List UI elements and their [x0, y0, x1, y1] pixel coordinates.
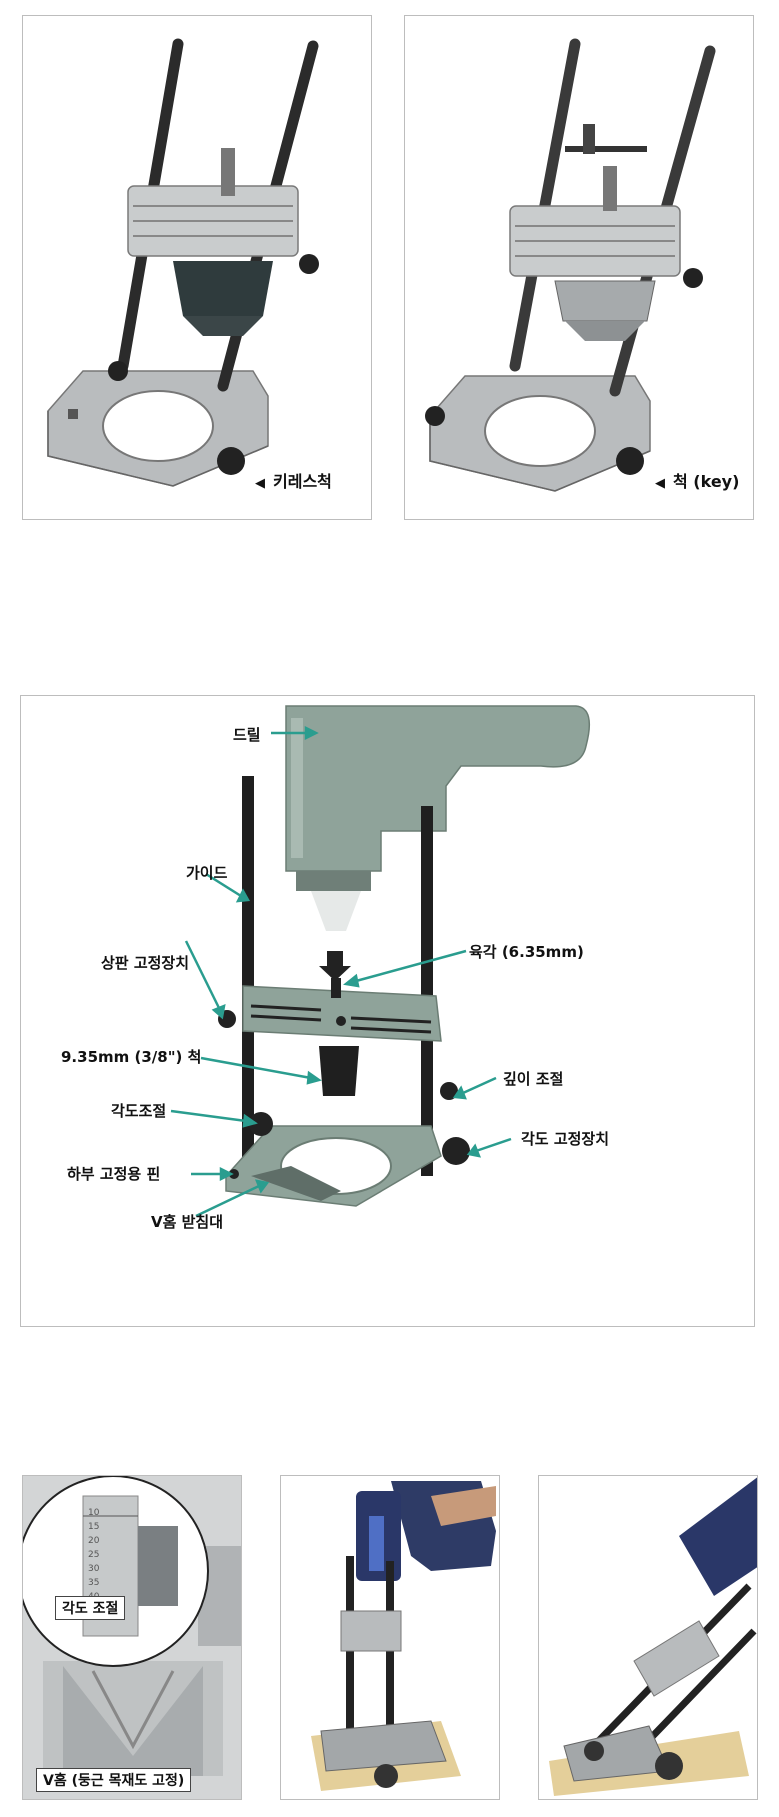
keyless-chuck-label: 키레스척 — [273, 472, 332, 491]
angle-adjust-tag: 각도 조절 — [55, 1596, 126, 1620]
pointer-triangle-icon: ◀ — [655, 476, 665, 491]
label-chuck: 9.35mm (3/8") 척 — [61, 1048, 202, 1066]
angle-scale-number: 35 — [88, 1578, 100, 1588]
drill-mounted-angled-illustration — [539, 1476, 757, 1799]
key-chuck-photo-panel: ◀ 척 (key) — [404, 15, 754, 520]
angle-scale-number: 25 — [88, 1550, 100, 1560]
pointer-triangle-icon: ◀ — [255, 476, 265, 491]
drill-mounted-vertical-illustration — [281, 1476, 499, 1799]
key-chuck-stand-illustration — [425, 38, 716, 492]
label-bottom-pin: 하부 고정용 핀 — [67, 1165, 161, 1183]
parts-diagram-panel: 드릴 가이드 육각 (6.35mm) 상판 고정장치 9.35mm (3/8")… — [20, 695, 755, 1327]
label-v-groove: V홈 받침대 — [151, 1213, 224, 1231]
angle-scale-number: 20 — [88, 1536, 100, 1546]
label-angle-lock: 각도 고정장치 — [521, 1130, 610, 1148]
drill-stand-parts-diagram — [170, 705, 591, 1218]
angle-scale-number: 30 — [88, 1564, 100, 1574]
angle-scale-closeup-illustration — [23, 1476, 241, 1799]
drill-in-use-vertical-panel — [280, 1475, 500, 1800]
v-groove-tag: V홈 (둥근 목재도 고정) — [36, 1768, 192, 1792]
label-drill: 드릴 — [233, 726, 261, 744]
label-angle-adjust: 각도조절 — [111, 1102, 167, 1120]
angle-scale-number: 10 — [88, 1508, 100, 1518]
label-top-lock: 상판 고정장치 — [101, 954, 190, 972]
key-chuck-caption: ◀ 척 (key) — [655, 468, 739, 492]
label-hex: 육각 (6.35mm) — [469, 943, 584, 961]
keyless-chuck-photo-panel: ◀ 키레스척 — [22, 15, 372, 520]
keyless-chuck-stand-illustration — [47, 38, 319, 487]
key-chuck-label: 척 (key) — [673, 472, 740, 491]
keyless-chuck-caption: ◀ 키레스척 — [255, 468, 332, 492]
label-guide: 가이드 — [186, 864, 228, 882]
label-depth: 깊이 조절 — [503, 1070, 564, 1088]
angle-scale-closeup-panel: 1015202530354045 각도 조절 V홈 (둥근 목재도 고정) — [22, 1475, 242, 1800]
angle-scale-number: 15 — [88, 1522, 100, 1532]
drill-in-use-angled-panel — [538, 1475, 758, 1800]
